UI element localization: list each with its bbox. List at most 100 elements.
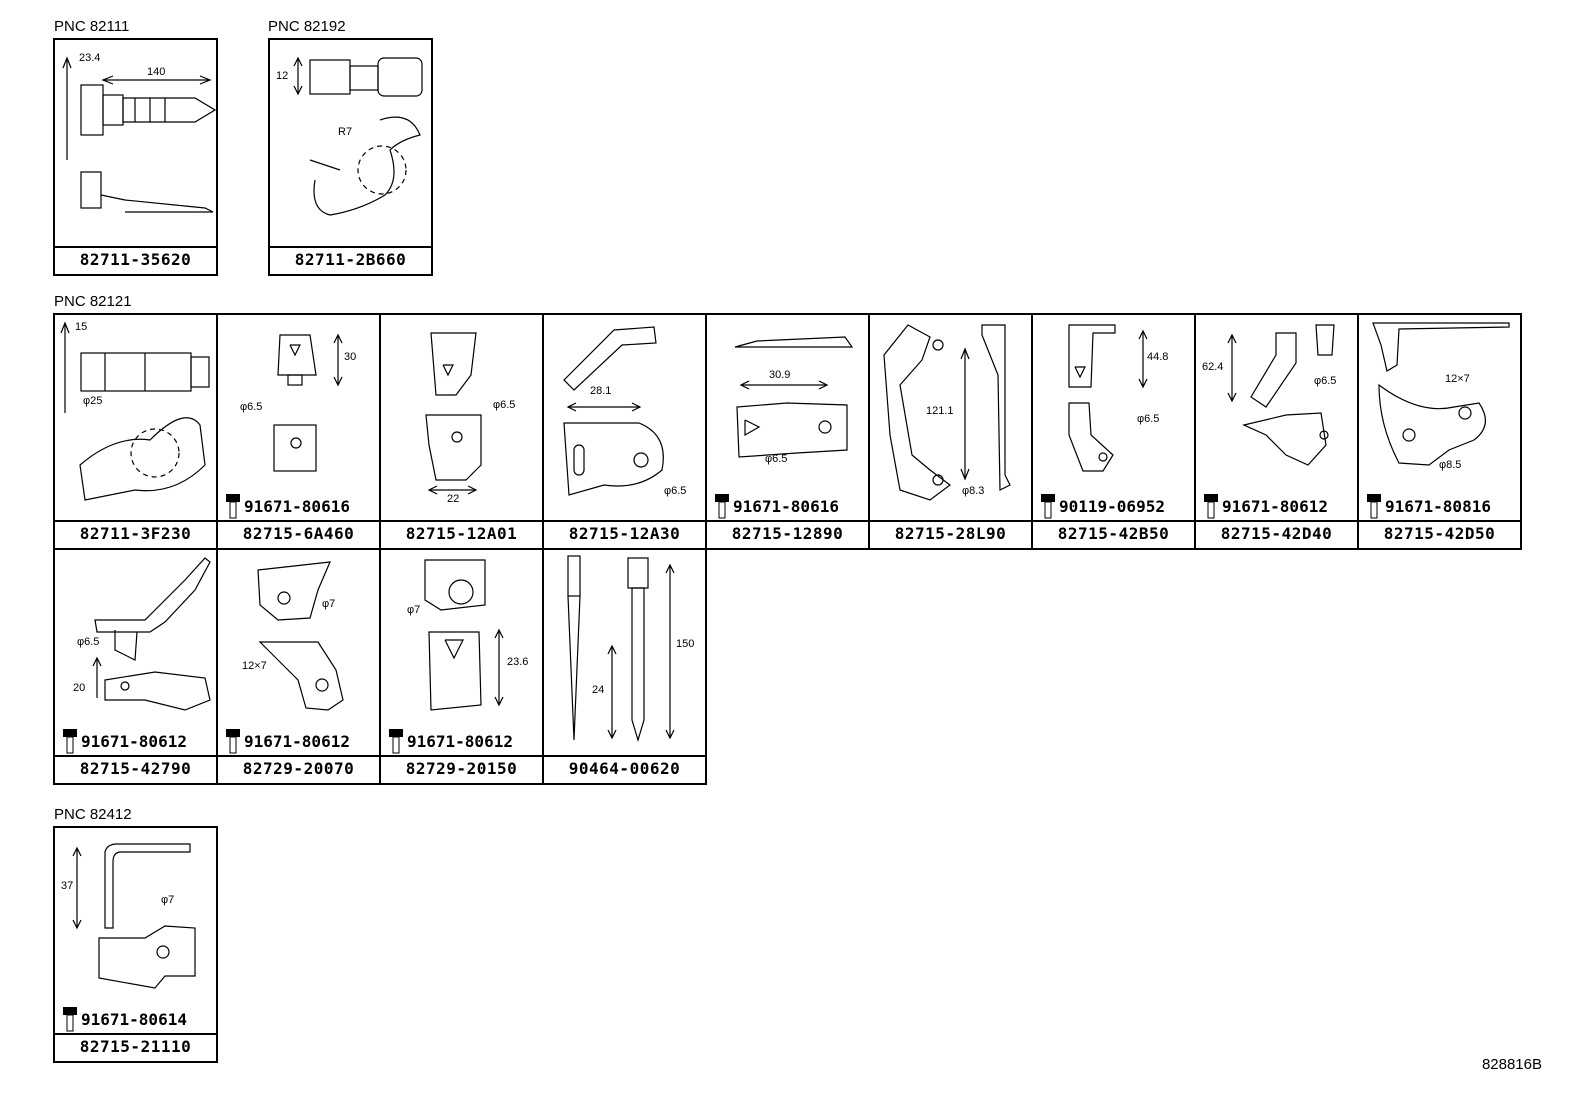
part-cell[interactable]: 62.4 φ6.5 91671-80612 82715-42D40 (1194, 313, 1359, 550)
part-drawing (425, 332, 482, 495)
dimension: R7 (338, 126, 353, 138)
part-cell[interactable]: 44.8 φ6.5 90119-06952 82715-42B50 (1031, 313, 1196, 550)
dimension: φ7 (161, 894, 175, 906)
pnc-header: PNC 82412 (54, 806, 132, 823)
part-number[interactable]: 90464-00620 (544, 755, 705, 783)
part-number[interactable]: 82715-42790 (55, 755, 216, 783)
part-number[interactable]: 82729-20150 (381, 755, 542, 783)
part-drawing (734, 336, 854, 458)
bolt-part-number: 90119-06952 (1059, 496, 1165, 516)
part-cell[interactable]: 12 R7 82711-2B660 (268, 38, 433, 276)
part-cell[interactable]: φ6.5 20 91671-80612 82715-42790 (53, 548, 218, 785)
dimension: φ7 (407, 604, 421, 616)
dimension: 23.6 (507, 656, 529, 668)
part-number[interactable]: 82711-3F230 (55, 520, 216, 548)
part-drawing (60, 321, 210, 501)
dimension: φ6.5 (765, 453, 788, 465)
part-drawing (92, 557, 211, 711)
part-drawing (1372, 322, 1510, 466)
part-cell[interactable]: 30.9 φ6.5 91671-80616 82715-12890 (705, 313, 870, 550)
part-cell[interactable]: 121.1 φ8.3 82715-28L90 (868, 313, 1033, 550)
bolt-part-number: 91671-80616 (244, 496, 350, 516)
part-cell[interactable]: 37 φ7 91671-80614 82715-21110 (53, 826, 218, 1063)
dimension: φ25 (83, 395, 103, 407)
dimension: φ6.5 (77, 636, 100, 648)
part-cell[interactable]: 30 φ6.5 91671-80616 82715-6A460 (216, 313, 381, 550)
dimension: φ8.3 (962, 485, 985, 497)
part-cell[interactable]: φ6.5 22 82715-12A01 (379, 313, 544, 550)
bolt-part-number: 91671-80612 (407, 731, 513, 751)
part-cell[interactable]: 12×7 φ8.5 91671-80816 82715-42D50 (1357, 313, 1522, 550)
part-drawing (72, 843, 196, 989)
bolt[interactable]: 90119-06952 (1039, 493, 1165, 519)
bolt[interactable]: 91671-80616 (713, 493, 839, 519)
bolt-icon (226, 729, 240, 754)
bolt-icon (63, 729, 77, 754)
part-drawing (1068, 324, 1148, 472)
part-cell[interactable]: φ7 23.6 91671-80612 82729-20150 (379, 548, 544, 785)
part-drawing (424, 559, 504, 711)
bolt[interactable]: 91671-80612 (224, 728, 350, 754)
part-number[interactable]: 82715-12A01 (381, 520, 542, 548)
part-drawing (1227, 324, 1335, 466)
dimension: 15 (75, 321, 88, 333)
bolt-icon (1367, 494, 1381, 519)
bolt-icon (389, 729, 403, 754)
part-number[interactable]: 82715-42D40 (1196, 520, 1357, 548)
part-cell[interactable]: 23.4 140 82711-35620 (53, 38, 218, 276)
part-number[interactable]: 82715-42D50 (1359, 520, 1520, 548)
dimension: 150 (676, 638, 695, 650)
bolt-part-number: 91671-80616 (733, 496, 839, 516)
part-cell[interactable]: φ7 12×7 91671-80612 82729-20070 (216, 548, 381, 785)
dimension: 121.1 (926, 405, 954, 417)
bolt-icon (1204, 494, 1218, 519)
dimension: 44.8 (1147, 351, 1169, 363)
dimension: φ7 (322, 598, 336, 610)
dimension: 23.4 (79, 52, 101, 64)
part-cell[interactable]: 28.1 φ6.5 82715-12A30 (542, 313, 707, 550)
bolt-part-number: 91671-80614 (81, 1009, 187, 1029)
part-drawing (567, 555, 675, 743)
part-number[interactable]: 82715-12A30 (544, 520, 705, 548)
part-cell[interactable]: 150 24 90464-00620 (542, 548, 707, 785)
bolt[interactable]: 91671-80612 (61, 728, 187, 754)
dimension: 24 (592, 684, 605, 696)
dimension: φ6.5 (1137, 413, 1160, 425)
dimension: 62.4 (1202, 361, 1224, 373)
bolt[interactable]: 91671-80616 (224, 493, 350, 519)
bolt[interactable]: 91671-80614 (61, 1006, 187, 1032)
dimension: 140 (147, 66, 166, 78)
bolt-part-number: 91671-80612 (81, 731, 187, 751)
dimension: φ6.5 (240, 401, 263, 413)
part-number[interactable]: 82711-35620 (55, 246, 216, 274)
dimension: 12×7 (242, 660, 267, 672)
dimension: 37 (61, 880, 74, 892)
bolt[interactable]: 91671-80612 (387, 728, 513, 754)
part-number[interactable]: 82715-6A460 (218, 520, 379, 548)
bolt[interactable]: 91671-80612 (1202, 493, 1328, 519)
bolt-part-number: 91671-80612 (244, 731, 350, 751)
part-cell[interactable]: 15 φ25 82711-3F230 (53, 313, 218, 550)
dimension: φ6.5 (664, 485, 687, 497)
dimension: 20 (73, 682, 86, 694)
bolt-part-number: 91671-80816 (1385, 496, 1491, 516)
part-number[interactable]: 82715-21110 (55, 1033, 216, 1061)
part-number[interactable]: 82715-12890 (707, 520, 868, 548)
dimension: 30 (344, 351, 357, 363)
part-number[interactable]: 82715-28L90 (870, 520, 1031, 548)
dimension: 30.9 (769, 369, 791, 381)
bolt-icon (226, 494, 240, 519)
part-number[interactable]: 82715-42B50 (1033, 520, 1194, 548)
part-number[interactable]: 82711-2B660 (270, 246, 431, 274)
dimension: φ6.5 (493, 399, 516, 411)
part-number[interactable]: 82729-20070 (218, 755, 379, 783)
dimension: 12 (276, 70, 289, 82)
bolt-part-number: 91671-80612 (1222, 496, 1328, 516)
pnc-header: PNC 82192 (268, 18, 346, 35)
bolt[interactable]: 91671-80816 (1365, 493, 1491, 519)
bolt-icon (63, 1007, 77, 1032)
part-drawing (293, 56, 423, 216)
pnc-header: PNC 82121 (54, 293, 132, 310)
dimension: 28.1 (590, 385, 612, 397)
dimension: φ8.5 (1439, 459, 1462, 471)
